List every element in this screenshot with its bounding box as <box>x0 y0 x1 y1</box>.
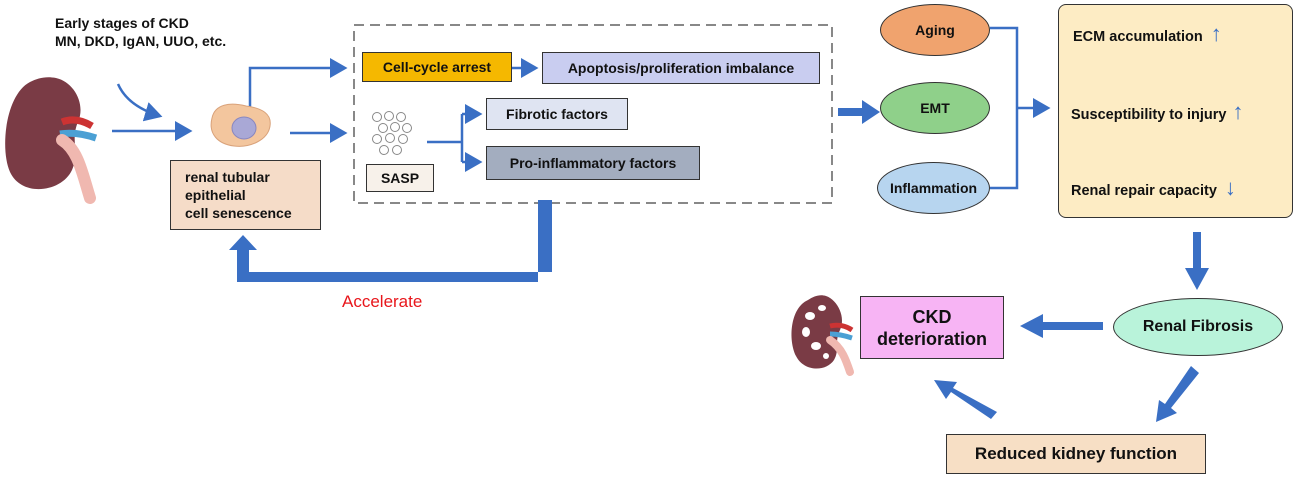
cell-cycle-arrest-box: Cell-cycle arrest <box>362 52 512 82</box>
fibrotic-factors-label: Fibrotic factors <box>506 106 608 122</box>
ecm-up-arrow-icon: ↑ <box>1210 21 1222 46</box>
outcome-summary-box: ECM accumulation ↑ Susceptibility to inju… <box>1058 4 1293 218</box>
susceptibility-label: Susceptibility to injury <box>1071 107 1227 123</box>
repair-line: Renal repair capacity ↓ <box>1071 175 1236 201</box>
proinflammatory-label: Pro-inflammatory factors <box>509 155 677 171</box>
accelerate-label: Accelerate <box>342 292 423 311</box>
intro-line-2: MN, DKD, IgAN, UUO, etc. <box>55 33 227 49</box>
intro-text: Early stages of CKD MN, DKD, IgAN, UUO, … <box>55 14 226 50</box>
senescence-line-2: epithelial <box>185 187 246 203</box>
arrow-to-emt <box>838 100 880 124</box>
senescence-line-3: cell senescence <box>185 205 292 221</box>
arrow-cell-to-arrest <box>248 58 348 110</box>
renal-fibrosis-ellipse: Renal Fibrosis <box>1113 298 1283 356</box>
arrow-to-ckd <box>1020 314 1103 338</box>
cell-cycle-arrest-label: Cell-cycle arrest <box>382 59 492 75</box>
sasp-box: SASP <box>366 164 434 192</box>
damaged-kidney-icon <box>791 295 854 376</box>
senescent-cell-icon <box>210 103 271 147</box>
aging-ellipse: Aging <box>880 4 990 56</box>
ecm-line: ECM accumulation ↑ <box>1073 21 1222 47</box>
accelerate-feedback-arrow <box>229 200 552 282</box>
inflammation-label: Inflammation <box>889 180 978 196</box>
reduced-kidney-function-label: Reduced kidney function <box>974 444 1178 463</box>
arrow-to-renal-fibrosis <box>1185 232 1209 290</box>
thin-arrows <box>112 26 1051 190</box>
intro-line-1: Early stages of CKD <box>55 15 189 31</box>
sasp-label: SASP <box>380 170 420 186</box>
susceptibility-up-arrow-icon: ↑ <box>1232 99 1244 124</box>
ckd-deterioration-box: CKD deterioration <box>860 296 1004 359</box>
apoptosis-box: Apoptosis/proliferation imbalance <box>542 52 820 84</box>
arrow-early-stages <box>116 83 163 122</box>
ckd-line-1: CKD <box>912 306 952 327</box>
emt-label: EMT <box>920 100 950 116</box>
sasp-particles-icon <box>372 111 412 155</box>
senescence-process-frame <box>353 24 833 204</box>
susceptibility-line: Susceptibility to injury ↑ <box>1071 99 1244 125</box>
renal-fibrosis-label: Renal Fibrosis <box>1142 318 1254 335</box>
healthy-kidney-icon <box>5 77 98 204</box>
connector-aging <box>990 26 1019 190</box>
ckd-line-2: deterioration <box>876 328 987 349</box>
arrow-to-reduced-function <box>1156 366 1199 422</box>
fibrotic-factors-box: Fibrotic factors <box>486 98 628 130</box>
senescence-line-1: renal tubular <box>185 169 270 185</box>
reduced-kidney-function-box: Reduced kidney function <box>946 434 1206 474</box>
ecm-label: ECM accumulation <box>1073 29 1203 45</box>
inflammation-ellipse: Inflammation <box>877 162 990 214</box>
emt-ellipse: EMT <box>880 82 990 134</box>
repair-label: Renal repair capacity <box>1071 183 1217 199</box>
repair-down-arrow-icon: ↓ <box>1224 175 1236 200</box>
thick-arrows <box>229 100 1209 422</box>
arrow-reduced-to-ckd <box>934 380 997 419</box>
proinflammatory-box: Pro-inflammatory factors <box>486 146 700 180</box>
apoptosis-label: Apoptosis/proliferation imbalance <box>567 60 795 76</box>
senescence-box: renal tubular epithelial cell senescence <box>170 160 321 230</box>
aging-label: Aging <box>915 22 955 38</box>
